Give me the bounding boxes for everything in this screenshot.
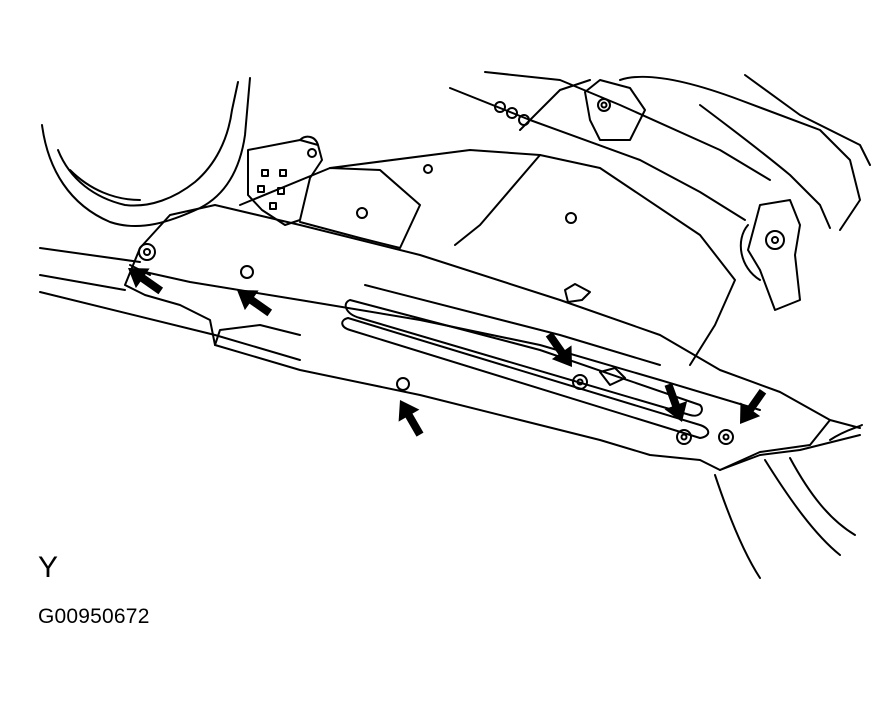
rear-wheel-well-inner bbox=[764, 459, 841, 556]
cover-bolt-center-right bbox=[572, 374, 588, 390]
floor-hole bbox=[356, 207, 368, 219]
view-label: Y bbox=[38, 551, 59, 584]
cover-bolt-left-upper bbox=[240, 265, 254, 279]
hanger-strap bbox=[739, 224, 761, 281]
cover-rib-3 bbox=[364, 284, 661, 366]
cover-bolt-right-2-center bbox=[722, 433, 730, 441]
left-body-contour bbox=[41, 77, 251, 228]
center-panel-hole bbox=[565, 212, 577, 224]
frame-rail-3 bbox=[519, 79, 591, 131]
frame-rail-2 bbox=[484, 71, 771, 181]
rear-body-contour bbox=[829, 424, 863, 441]
frame-rail bbox=[449, 87, 746, 221]
frame-bolt-center bbox=[600, 101, 608, 109]
floor-pan-edge bbox=[329, 149, 541, 169]
frame-bracket bbox=[584, 79, 646, 141]
arrow-icon bbox=[545, 331, 572, 367]
under-cover-lip bbox=[144, 271, 761, 411]
cover-rib-inner bbox=[341, 317, 710, 439]
center-panel bbox=[539, 154, 736, 366]
sill-rail-lower bbox=[39, 274, 301, 361]
arrow-icon bbox=[740, 388, 767, 424]
arrow-icon bbox=[398, 400, 424, 437]
arrow-icon bbox=[128, 268, 164, 295]
sill-rail-upper bbox=[39, 247, 861, 429]
cover-bolt-lower-center bbox=[396, 377, 410, 391]
cover-bolt-right-1-center bbox=[680, 433, 688, 441]
hanger-bolt-center bbox=[771, 236, 779, 244]
cover-rib bbox=[344, 299, 703, 417]
rear-wheel-well bbox=[714, 474, 761, 579]
bracket-square-hole bbox=[257, 185, 265, 193]
frame-hole bbox=[518, 114, 530, 126]
figure-id: G00950672 bbox=[38, 605, 150, 628]
cover-bolt-left-end-center bbox=[143, 248, 151, 256]
cover-bolt-right-1 bbox=[676, 429, 692, 445]
frame-hole bbox=[506, 107, 518, 119]
cover-clip bbox=[599, 367, 626, 386]
frame-bolt bbox=[597, 98, 611, 112]
arrow-center-right-bolt bbox=[545, 331, 572, 367]
floor-pan bbox=[239, 167, 421, 249]
arrow-left-end-bolt bbox=[128, 268, 164, 295]
upper-bracket-tab bbox=[299, 135, 319, 146]
left-body-contour-inner bbox=[57, 81, 239, 207]
arrow-icon bbox=[237, 290, 273, 317]
bracket-square-hole bbox=[279, 169, 287, 177]
rear-wheel-well-inner-2 bbox=[789, 457, 856, 536]
center-panel-front bbox=[454, 154, 541, 246]
upper-bracket bbox=[247, 139, 323, 226]
hanger-bolt bbox=[765, 230, 785, 250]
right-hanger bbox=[747, 199, 801, 311]
frame-hole bbox=[494, 101, 506, 113]
sill-rail-front bbox=[719, 434, 861, 471]
bracket-hole bbox=[307, 148, 317, 158]
tank-body-top bbox=[744, 74, 871, 166]
under-cover-rear-edge bbox=[214, 324, 301, 346]
arrow-left-upper-bolt bbox=[237, 290, 273, 317]
floor-hole bbox=[423, 164, 433, 174]
cover-bolt-left-end bbox=[138, 243, 156, 261]
bracket-square-hole bbox=[261, 169, 269, 177]
arrow-icon bbox=[664, 383, 688, 422]
tank-body bbox=[619, 75, 861, 231]
left-body-contour-inner-2 bbox=[69, 169, 141, 201]
tank-outline bbox=[699, 104, 831, 229]
arrow-right-bolt-1 bbox=[664, 383, 688, 422]
cover-bolt-center-right-center bbox=[576, 378, 584, 386]
arrow-right-bolt-2 bbox=[740, 388, 767, 424]
center-panel-slot bbox=[564, 283, 591, 303]
bracket-square-hole bbox=[269, 202, 277, 210]
arrow-lower-center-bolt bbox=[398, 400, 424, 437]
cover-bolt-right-2 bbox=[718, 429, 734, 445]
